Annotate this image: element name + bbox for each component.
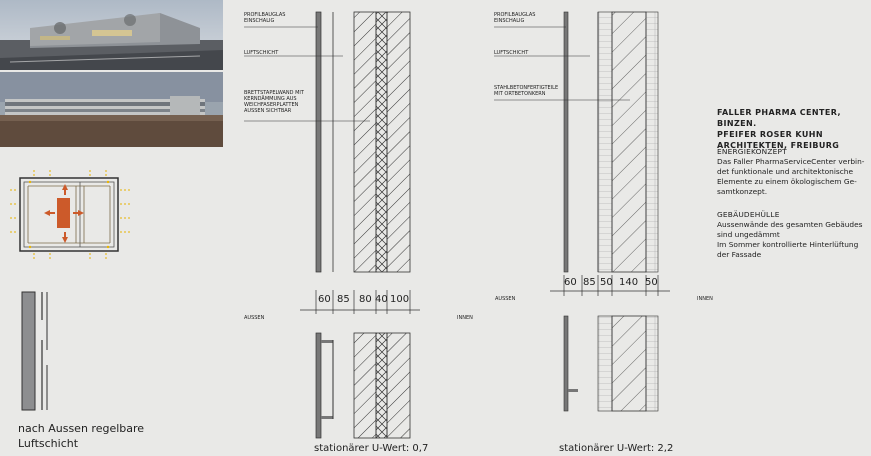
label-a-2: LUFTSCHICHT (244, 50, 279, 56)
ventilated-cavity-diagram (21, 291, 48, 411)
side-outside-b: AUSSEN (495, 296, 516, 302)
heat-flow-plan-diagram (10, 170, 130, 260)
section-text-line: Elemente zu einem ökologischem Ge- (717, 177, 857, 186)
dimension-b-3: 50 (600, 277, 613, 288)
dimension-a-4: 40 (375, 294, 388, 305)
section-heading: GEBÄUDEHÜLLE (717, 210, 780, 219)
project-title: FALLER PHARMA CENTER, BINZEN. PFEIFER RO… (717, 107, 865, 151)
section-energy-concept: ENERGIEKONZEPT Das Faller PharmaServiceC… (717, 147, 865, 197)
dimension-b-4: 140 (619, 277, 639, 288)
u-value-caption-b: stationärer U-Wert: 2,2 (559, 443, 674, 454)
label-b-3: STAHLBETONFERTIGTEILE MIT ORTBETONKERN (494, 85, 559, 97)
dimension-a-2: 85 (337, 294, 350, 305)
side-outside-a: AUSSEN (244, 315, 265, 321)
side-inside-b: INNEN (697, 296, 713, 302)
wall-section-b (494, 11, 670, 412)
label-b-2: LUFTSCHICHT (494, 50, 529, 56)
wall-section-a (244, 11, 420, 439)
building-photo-bottom (0, 72, 223, 147)
dimension-b-5: 50 (645, 277, 658, 288)
u-value-caption-a: stationärer U-Wert: 0,7 (314, 443, 429, 454)
section-text-line: Im Sommer kontrollierte Hinterlüftung (717, 240, 859, 249)
caption-line-2: Luftschicht (18, 437, 79, 450)
title-line-2: PFEIFER ROSER KUHN (717, 130, 823, 139)
section-text-line: Aussenwände des gesamten Gebäudes (717, 220, 863, 229)
dimension-a-1: 60 (318, 294, 331, 305)
ventilated-cavity-caption: nach Aussen regelbare Luftschicht (18, 421, 144, 451)
section-text-line: der Fassade (717, 250, 762, 259)
section-text-line: det funktionale und architektonische (717, 167, 854, 176)
side-inside-a: INNEN (457, 315, 473, 321)
label-b-1: PROFILBAUGLAS EINSCHALIG (494, 12, 536, 24)
dimension-b-1: 60 (564, 277, 577, 288)
label-a-3: BRETTSTAPELWAND MIT KERNDÄMMUNG AUS WEIC… (244, 90, 304, 114)
section-text-line: sind ungedämmt (717, 230, 780, 239)
title-line-1: FALLER PHARMA CENTER, BINZEN. (717, 108, 841, 128)
building-photo-top (0, 0, 223, 70)
title-line-3: ARCHITEKTEN, FREIBURG (717, 141, 840, 150)
section-building-envelope: GEBÄUDEHÜLLE Aussenwände des gesamten Ge… (717, 210, 865, 260)
dimension-b-2: 85 (583, 277, 596, 288)
section-text-line: samtkonzept. (717, 187, 768, 196)
dimension-a-3: 80 (359, 294, 372, 305)
label-a-1: PROFILBAUGLAS EINSCHALIG (244, 12, 286, 24)
section-heading: ENERGIEKONZEPT (717, 147, 787, 156)
dimension-a-5: 100 (390, 294, 410, 305)
section-text-line: Das Faller PharmaServiceCenter verbin- (717, 157, 865, 166)
caption-line-1: nach Aussen regelbare (18, 422, 145, 435)
